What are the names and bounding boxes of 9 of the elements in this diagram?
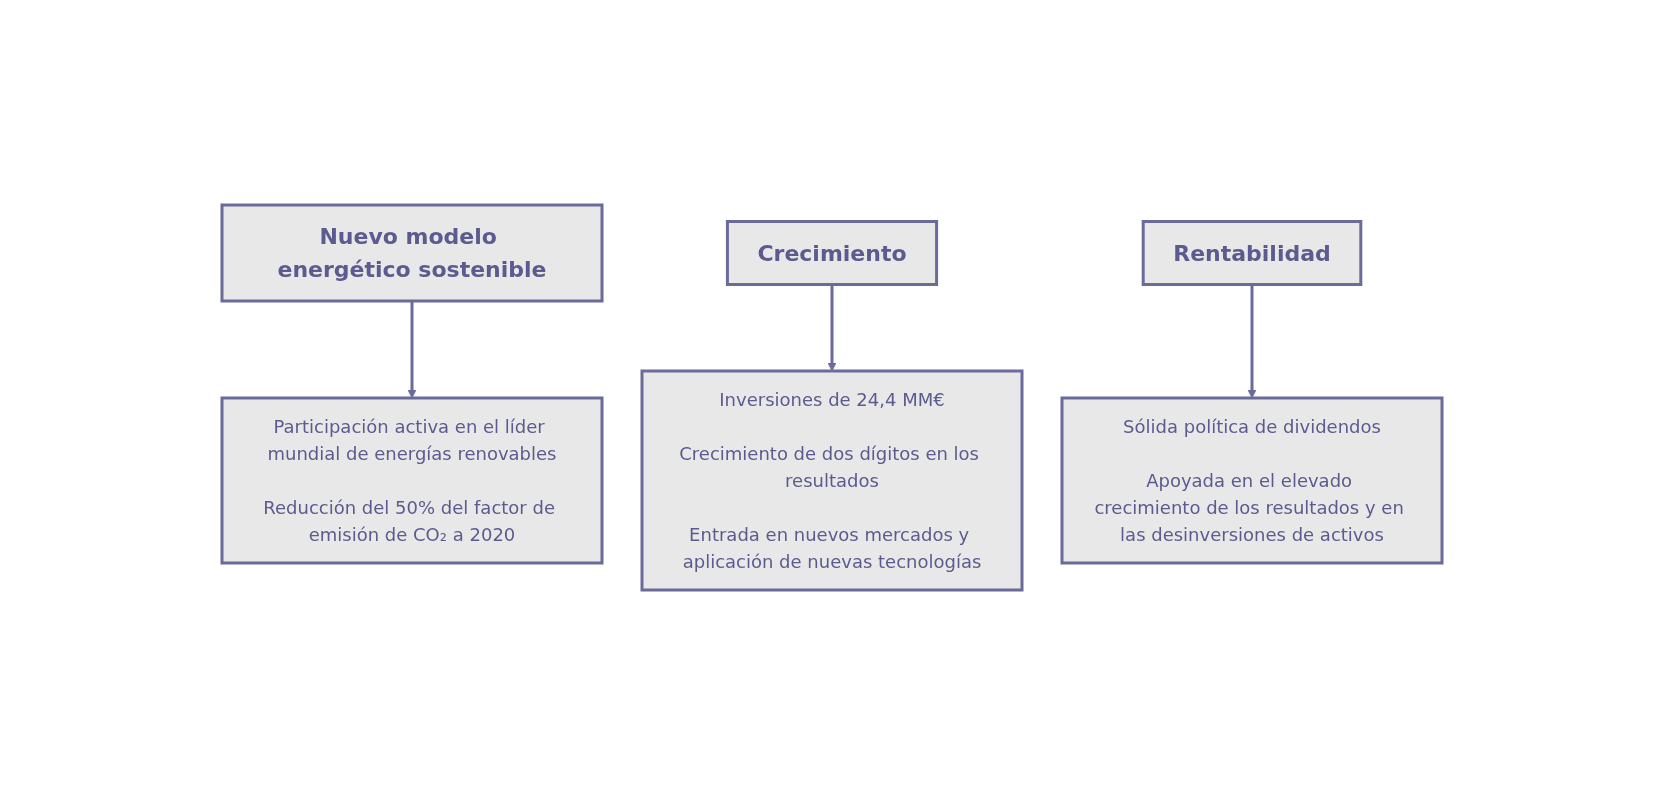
node-box: Participación activa en el líder mundial de energías renovables Reducción del 50% del factor de emisión de CO₂ a 2020	[220, 396, 604, 564]
node-box: Rentabilidad	[1141, 219, 1363, 286]
arrow	[1247, 284, 1257, 398]
node-box: Nuevo modelo energético sostenible	[220, 203, 604, 302]
node-box: Sólida política de dividendos Apoyada en el elevado crecimiento de los resultados y en las desinversiones de activos	[1060, 396, 1444, 564]
arrow	[827, 284, 837, 371]
node-box: Inversiones de 24,4 MM€ Crecimiento de dos dígitos en los resultados Entrada en nuevos mercados y aplicación de nuevas tecnologías	[640, 369, 1024, 591]
arrow	[407, 300, 417, 398]
node-box: Crecimiento	[725, 219, 939, 286]
